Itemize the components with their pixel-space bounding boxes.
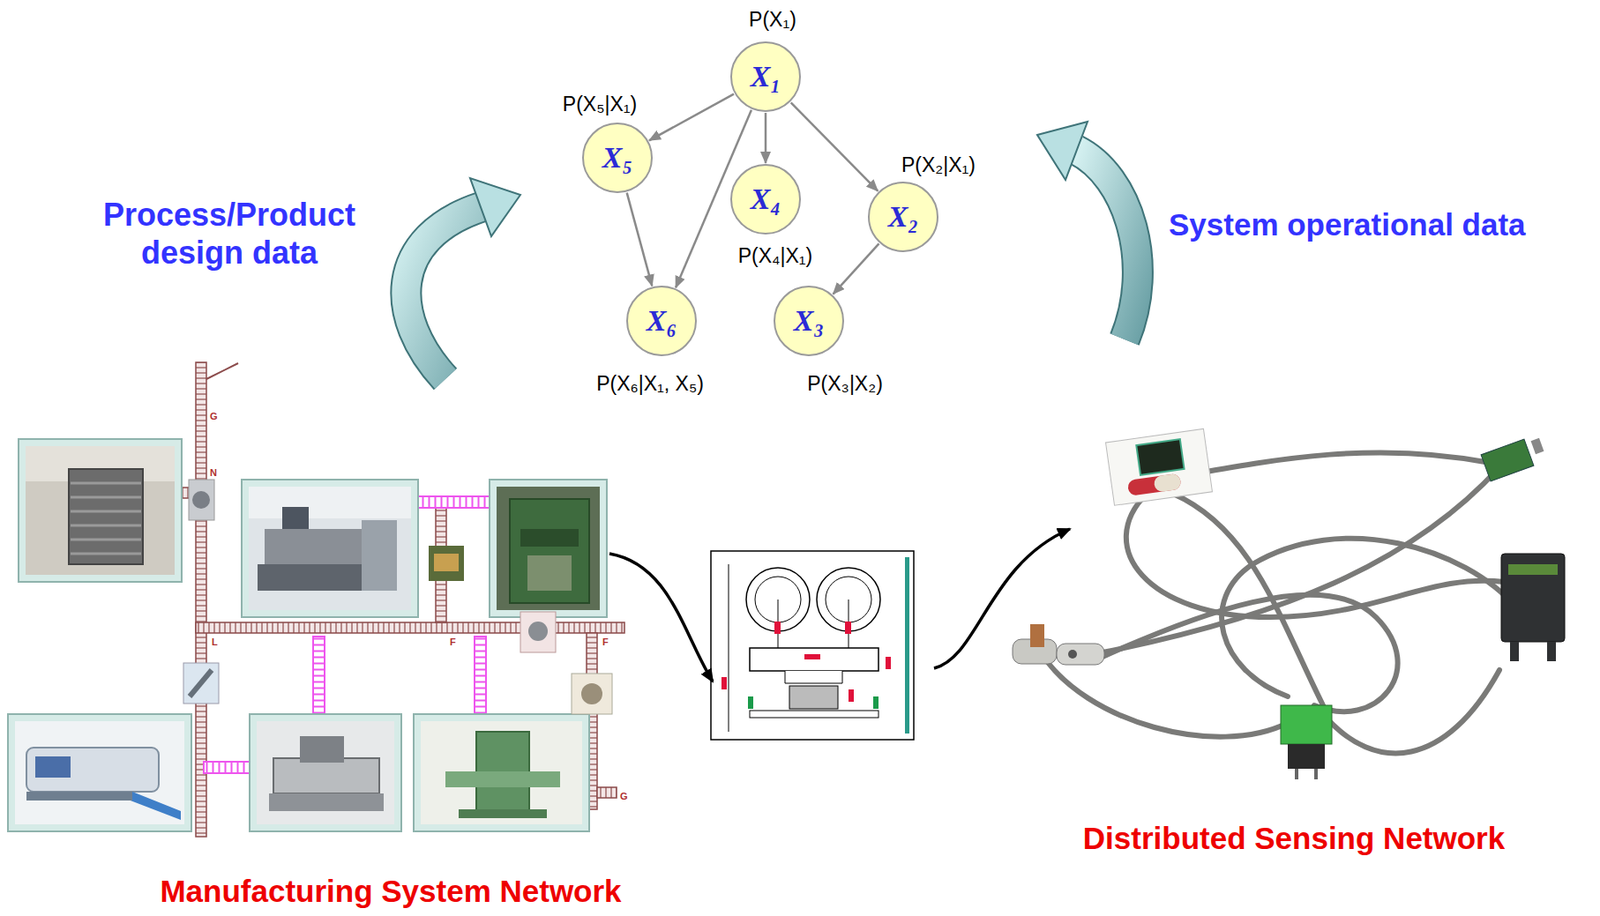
- conveyor-rail: [181, 362, 625, 838]
- station-letter: F: [449, 636, 457, 649]
- station-letter: N: [209, 467, 217, 479]
- machine-photo: [413, 714, 590, 832]
- bayes-node: X₄P(X₄|X₁): [730, 164, 801, 235]
- bayes-node: X₁P(X₁): [730, 41, 801, 113]
- probability-label: P(X₂|X₁): [901, 153, 976, 177]
- variable-name: X₂: [888, 201, 920, 232]
- machine-photo: [249, 714, 402, 832]
- probability-label: P(X₃|X₂): [807, 372, 883, 396]
- probability-label: P(X₆|X₁, X₅): [596, 372, 704, 396]
- machine-photo: [489, 479, 607, 618]
- input-label: Process/Product design data: [79, 195, 380, 272]
- network-label: Distributed Sensing Network: [1011, 820, 1577, 858]
- station-letter: G: [209, 411, 218, 423]
- probability-label: P(X₁): [748, 7, 797, 31]
- flow-arrow: [405, 178, 521, 380]
- bayes-node: X₅P(X₅|X₁): [582, 122, 653, 194]
- bayes-node: X₆P(X₆|X₁, X₅): [626, 285, 697, 357]
- network-label: Manufacturing System Network: [108, 873, 673, 911]
- dependency-arrow: [764, 112, 768, 164]
- station-letter: F: [602, 636, 609, 649]
- variable-name: X₄: [750, 184, 782, 215]
- variable-name: X₆: [646, 306, 678, 337]
- sensor-wire: [1040, 452, 1518, 754]
- bayes-node: X₃P(X₃|X₂): [773, 285, 845, 357]
- probability-label: P(X₅|X₁): [562, 92, 637, 116]
- machine-photo: [18, 439, 182, 583]
- sensor: [1012, 428, 1565, 780]
- dependency-arrow: [791, 102, 879, 191]
- press-schematic: [710, 551, 914, 741]
- dependency-arrow: [649, 94, 734, 142]
- bayes-node: X₂P(X₂|X₁): [867, 181, 939, 253]
- part-photo: [183, 479, 613, 715]
- station-letter: L: [211, 636, 218, 649]
- dependency-arrow: [627, 193, 653, 287]
- dependency-arrow: [833, 243, 880, 294]
- flow-arrow: [1037, 121, 1138, 340]
- input-label: System operational data: [1168, 206, 1526, 244]
- station-letter: G: [620, 791, 629, 803]
- flow-arrow: [934, 529, 1070, 669]
- variable-name: X₁: [750, 61, 782, 92]
- variable-name: X₅: [602, 142, 634, 173]
- flow-arrow: [609, 553, 713, 682]
- variable-name: X₃: [793, 306, 825, 337]
- machine-photo: [7, 714, 192, 832]
- machine-photo: [241, 479, 419, 618]
- probability-label: P(X₄|X₁): [738, 244, 813, 268]
